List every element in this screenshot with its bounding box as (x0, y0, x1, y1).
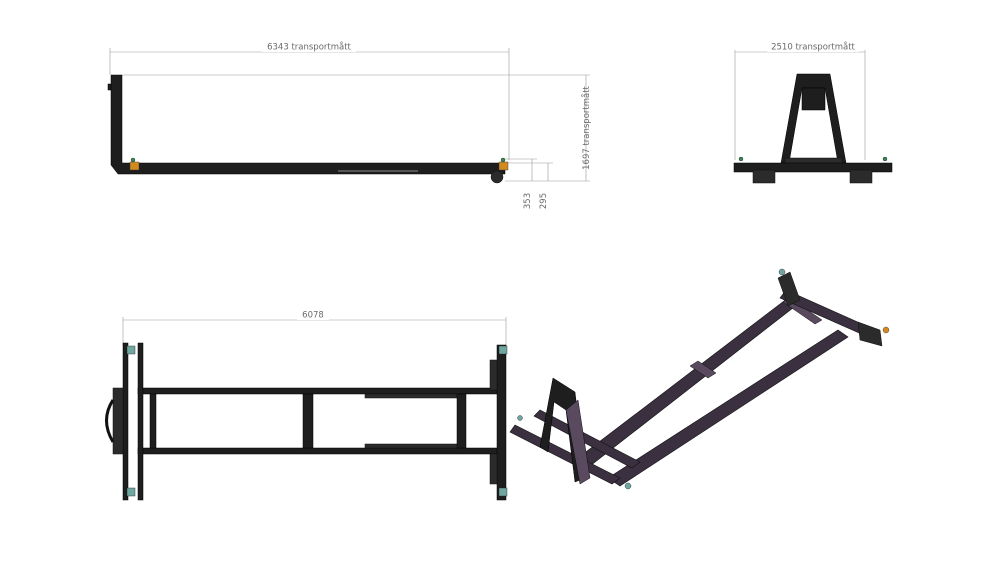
iso-rail-back (607, 329, 849, 487)
side-view: 6343 transportmått 1697 transportmått 35… (107, 41, 592, 209)
dimension-label-295: 295 (539, 193, 549, 209)
dimension-label-length: 6343 transportmått (267, 42, 351, 53)
wheel (490, 170, 504, 184)
side-frame (110, 74, 506, 175)
top-view: 6078 (105, 309, 508, 501)
dimension-label-353: 353 (523, 193, 533, 209)
isometric-view (509, 268, 890, 490)
a-frame (780, 73, 847, 164)
dimension-label-width: 2510 transportmått (771, 42, 855, 53)
front-view: 2510 transportmått (733, 41, 893, 184)
dimension-label-height: 1697 transportmått (581, 85, 592, 169)
dimension-label-top-length: 6078 (302, 311, 324, 321)
